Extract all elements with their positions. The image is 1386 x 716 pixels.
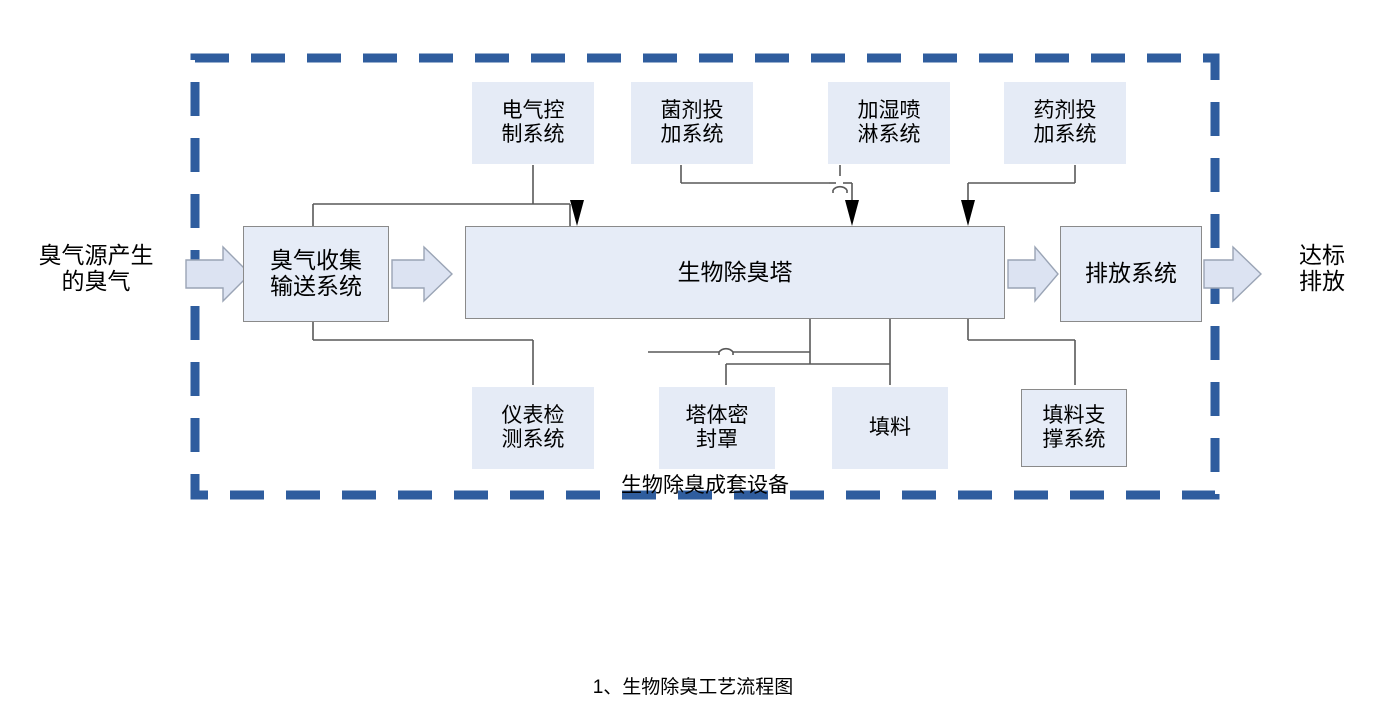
node-electrical-control-system[interactable]: 电气控 制系统 xyxy=(472,82,594,164)
block-arrow-source-to-collect xyxy=(185,245,251,303)
tower-inlet-arrowheads xyxy=(570,200,975,226)
odor-source-label: 臭气源产生 的臭气 xyxy=(38,242,154,295)
node-packing-support-system[interactable]: 填料支 撑系统 xyxy=(1021,389,1127,467)
connector-lines xyxy=(312,165,1076,385)
node-label: 电气控 制系统 xyxy=(501,99,565,146)
node-label: 排放系统 xyxy=(1085,260,1177,287)
node-chemical-dosing-system[interactable]: 药剂投 加系统 xyxy=(1004,82,1126,164)
node-label: 填料支 撑系统 xyxy=(1042,404,1106,451)
block-arrow-collect-to-tower xyxy=(391,245,454,303)
node-label: 臭气收集 输送系统 xyxy=(270,247,362,299)
block-arrow-discharge-to-output xyxy=(1203,245,1263,303)
node-bio-deodorization-tower[interactable]: 生物除臭塔 xyxy=(465,226,1005,319)
figure-caption: 1、生物除臭工艺流程图 xyxy=(592,677,794,698)
node-label: 塔体密 封罩 xyxy=(685,404,749,451)
node-odor-collection-system[interactable]: 臭气收集 输送系统 xyxy=(243,226,389,322)
node-discharge-system[interactable]: 排放系统 xyxy=(1060,226,1202,322)
arrowhead-inoculant xyxy=(570,200,584,226)
node-packing-material[interactable]: 填料 xyxy=(832,387,948,469)
arrowhead-chemical xyxy=(961,200,975,226)
arrowhead-humidify xyxy=(845,200,859,226)
block-arrows xyxy=(185,245,1263,303)
block-arrow-tower-to-discharge xyxy=(1007,245,1059,303)
node-label: 加湿喷 淋系统 xyxy=(857,99,921,146)
node-label: 生物除臭塔 xyxy=(677,258,793,285)
node-label: 菌剂投 加系统 xyxy=(660,99,724,146)
enclosure-label: 生物除臭成套设备 xyxy=(621,474,789,497)
node-inoculant-dosing-system[interactable]: 菌剂投 加系统 xyxy=(631,82,753,164)
node-label: 填料 xyxy=(869,416,911,440)
node-label: 药剂投 加系统 xyxy=(1033,99,1097,146)
node-humidification-spray-system[interactable]: 加湿喷 淋系统 xyxy=(828,82,950,164)
node-tower-seal-cover[interactable]: 塔体密 封罩 xyxy=(659,387,775,469)
node-instrument-detection-system[interactable]: 仪表检 测系统 xyxy=(472,387,594,469)
node-label: 仪表检 测系统 xyxy=(501,404,565,451)
compliant-discharge-label: 达标 排放 xyxy=(1299,242,1345,295)
